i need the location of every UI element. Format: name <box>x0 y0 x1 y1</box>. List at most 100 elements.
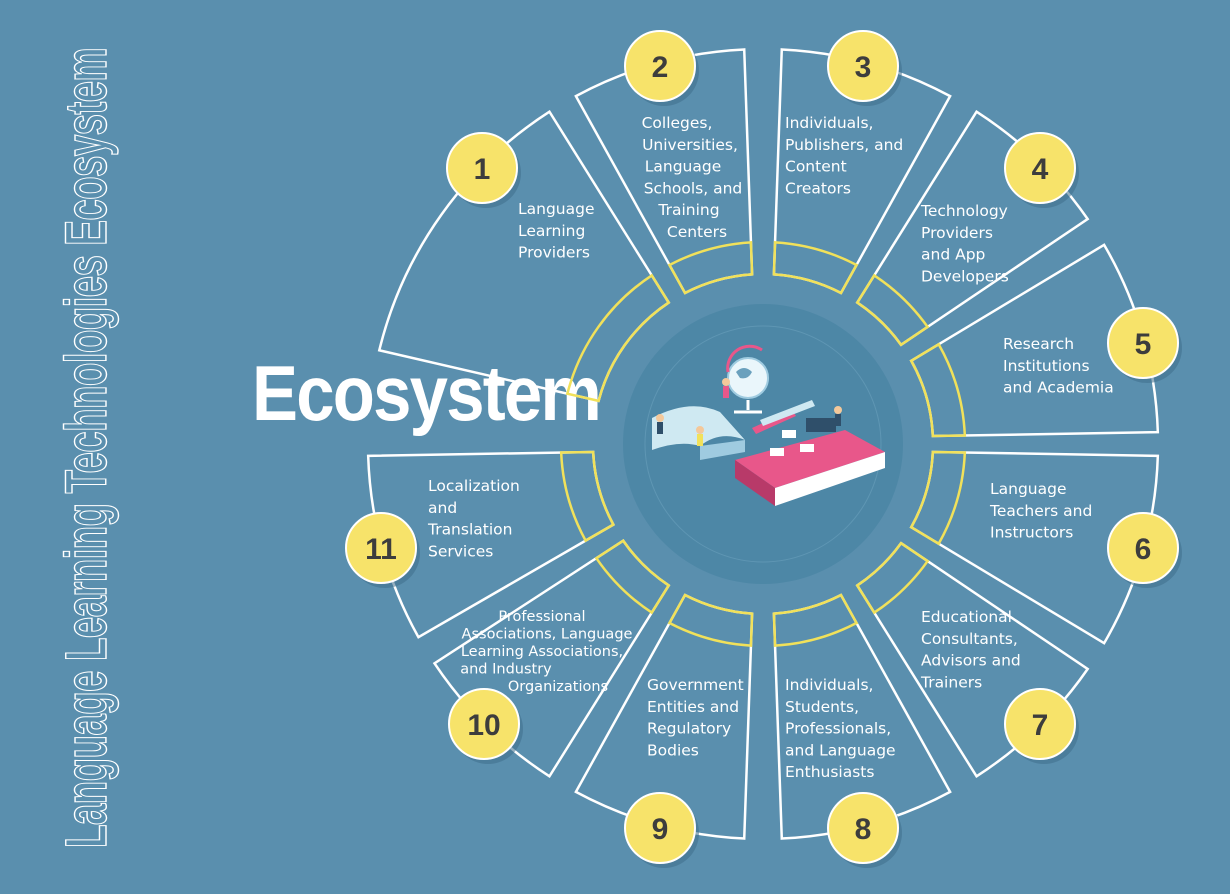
segment-9-label-line: Entities and <box>647 698 739 716</box>
segment-7-label-line: Advisors and <box>921 652 1021 670</box>
segment-11-label-line: and <box>428 499 457 517</box>
segment-4-label-line: Developers <box>921 267 1009 285</box>
segment-4-label-line: Technology <box>920 202 1008 220</box>
badge-3-number: 3 <box>855 51 872 84</box>
segment-6-label-line: Instructors <box>990 524 1073 542</box>
segment-2-label-line: Colleges, <box>642 114 713 132</box>
segment-9-band <box>667 593 754 647</box>
segment-8-label-line: Enthusiasts <box>785 763 874 781</box>
segment-10-label-line: Professional <box>498 609 585 625</box>
badge-3-circle <box>827 30 899 102</box>
segment-2-label-line: Centers <box>667 223 727 241</box>
segment-11-label-line: Localization <box>428 477 520 495</box>
badge-2-number: 2 <box>652 51 669 84</box>
badge-7-number: 7 <box>1032 709 1049 742</box>
segment-11-label-line: Translation <box>427 521 512 539</box>
badge-8: 8 <box>827 792 902 868</box>
segment-3-label-line: Content <box>785 158 847 176</box>
badge-4: 4 <box>1004 132 1079 208</box>
segment-7-label-line: Educational <box>921 608 1012 626</box>
segment-8-label: Individuals, Students, Professionals, and L… <box>785 676 896 781</box>
badge-9-number: 9 <box>652 813 669 846</box>
segment-11-band <box>559 450 616 543</box>
badge-6-number: 6 <box>1135 533 1152 566</box>
badge-4-circle <box>1004 132 1076 204</box>
badge-1-circle <box>446 132 518 204</box>
segment-5-band <box>909 342 967 438</box>
segment-10-band <box>594 539 671 615</box>
segment-4-label-line: and App <box>921 246 985 264</box>
side-title: Language Learning Technologies Ecosystem <box>54 48 119 848</box>
badge-5: 5 <box>1107 307 1182 383</box>
segment-5-label-line: and Academia <box>1003 379 1114 397</box>
badge-9-circle <box>624 792 696 864</box>
badge-10-circle <box>448 688 520 760</box>
segment-3-label-line: Individuals, <box>785 114 874 132</box>
center-disc <box>623 304 903 584</box>
segment-8-label-line: and Language <box>785 741 896 759</box>
segment-2-label-line: Universities, <box>642 136 738 154</box>
segment-2-label-line: Training <box>657 201 719 219</box>
badge-11-number: 11 <box>365 533 397 566</box>
segment-7-band <box>855 541 930 615</box>
badge-4-number: 4 <box>1032 153 1049 186</box>
segment-8-label-line: Students, <box>785 698 859 716</box>
badge-11: 11 <box>345 512 420 588</box>
segment-2-label-line: Language <box>645 158 722 176</box>
badge-11-circle <box>345 512 417 584</box>
segment-10-label-line: Associations, Language <box>462 627 633 643</box>
segment-10-label-line: Organizations <box>508 679 608 695</box>
badge-5-circle <box>1107 307 1179 379</box>
segment-4-band <box>855 273 930 347</box>
education-books-globe-illustration <box>652 344 885 506</box>
segment-8-label-line: Individuals, <box>785 676 874 694</box>
segment-1-label-line: Learning <box>518 222 585 240</box>
segment-11-label-line: Services <box>428 542 493 560</box>
inner-band-ring <box>559 241 967 647</box>
badge-8-circle <box>827 792 899 864</box>
segment-9-label-line: Bodies <box>647 741 699 759</box>
number-badges: 1 2 3 4 5 6 7 8 9 10 11 <box>345 30 1182 868</box>
segment-10-label-line: Learning Associations, <box>461 644 623 660</box>
segment-8-label-line: Professionals, <box>785 720 891 738</box>
badge-2-circle <box>624 30 696 102</box>
badge-8-number: 8 <box>855 813 872 846</box>
segment-5-label-line: Research <box>1003 335 1074 353</box>
segment-6-label-line: Language <box>990 480 1067 498</box>
segment-6-band <box>909 450 967 546</box>
badge-9: 9 <box>624 792 699 868</box>
segment-8-band <box>772 593 859 647</box>
segment-9-label-line: Regulatory <box>647 720 731 738</box>
segment-7-label-line: Consultants, <box>921 630 1018 648</box>
badge-7-circle <box>1004 688 1076 760</box>
center-hub <box>623 304 903 584</box>
segment-2-band <box>667 241 754 295</box>
segment-7-label-line: Trainers <box>920 673 982 691</box>
segment-3-band <box>772 241 859 295</box>
badge-10: 10 <box>448 688 523 764</box>
segment-1-label-line: Language <box>518 200 595 218</box>
badge-5-number: 5 <box>1135 328 1152 361</box>
segment-3-label-line: Creators <box>785 179 851 197</box>
segment-9-label-line: Government <box>647 676 744 694</box>
badge-7: 7 <box>1004 688 1079 764</box>
segment-6-label-line: Teachers and <box>989 502 1092 520</box>
badge-6-circle <box>1107 512 1179 584</box>
badge-2: 2 <box>624 30 699 106</box>
badge-1-number: 1 <box>474 153 491 186</box>
segment-1-band <box>565 273 671 403</box>
main-title: Ecosystem <box>252 349 600 437</box>
segment-10-label-line: and Industry <box>460 662 552 678</box>
